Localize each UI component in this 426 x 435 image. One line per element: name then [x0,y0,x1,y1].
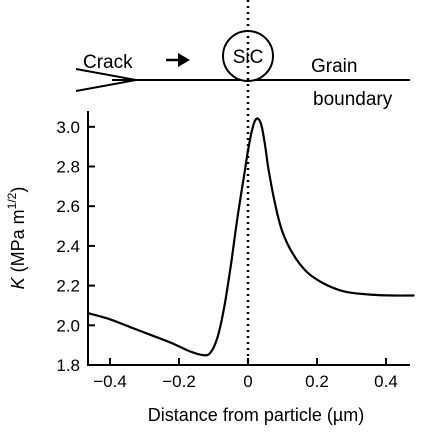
y-tick-label: 2.2 [56,277,80,296]
y-tick-label: 1.8 [56,356,80,375]
y-axis-title-close: ) [8,187,28,193]
y-tick-label: 2.8 [56,158,80,177]
x-tick-label: 0 [243,372,252,391]
x-tick-label: 0.4 [374,372,398,391]
crack-tip-wedge [75,68,137,92]
k-curve [88,117,415,357]
boundary-label-line2: boundary [313,89,393,110]
x-ticks: −0.4 −0.2 0 0.2 0.4 [93,358,398,391]
y-axis-title-symbol: K [8,276,28,289]
y-tick-label: 3.0 [56,118,80,137]
y-ticks: 1.8 2.0 2.2 2.4 2.6 2.8 3.0 [56,118,95,375]
crack-direction-arrow-head [178,53,190,67]
y-tick-label: 2.0 [56,316,80,335]
x-tick-label: −0.4 [93,372,127,391]
y-tick-label: 2.6 [56,197,80,216]
crack-label: Crack [83,52,133,73]
crack-schematic: Crack SiC Grain boundary [75,30,410,110]
y-axis-title-exponent: 1/2 [5,192,19,209]
boundary-label-line1: Grain [311,56,357,77]
particle-label: SiC [233,47,264,68]
y-axis-title-units: (MPa m [8,209,28,277]
x-tick-label: −0.2 [162,372,196,391]
x-tick-label: 0.2 [305,372,329,391]
plot-area: 1.8 2.0 2.2 2.4 2.6 2.8 3.0 −0.4 −0.2 0 0.2 0.4 Di… [5,111,415,425]
x-axis-title: Distance from particle (µm) [148,405,364,425]
y-axis-title: K (MPa m1/2) [5,187,28,290]
y-tick-label: 2.4 [56,237,80,256]
